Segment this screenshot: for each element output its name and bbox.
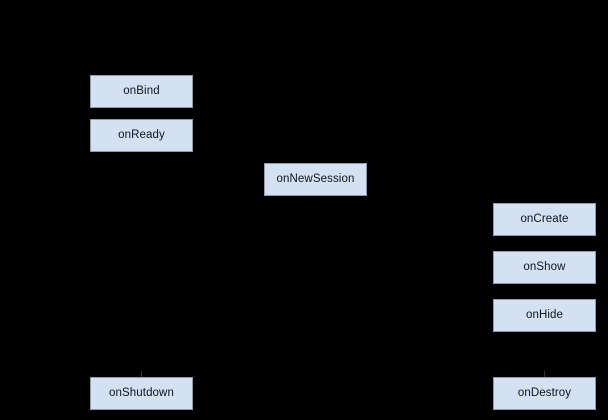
node-on-ready[interactable]: onReady: [90, 119, 193, 152]
node-label: onDestroy: [517, 386, 572, 399]
node-on-create[interactable]: onCreate: [493, 203, 596, 236]
node-on-destroy[interactable]: onDestroy: [493, 377, 596, 410]
connector-stub-above-on-shutdown: [141, 371, 142, 377]
node-on-new-session[interactable]: onNewSession: [264, 163, 367, 196]
node-on-shutdown[interactable]: onShutdown: [90, 377, 193, 410]
node-label: onBind: [123, 84, 160, 97]
connector-stub-above-on-destroy: [544, 371, 545, 377]
node-on-bind[interactable]: onBind: [90, 75, 193, 108]
node-label: onCreate: [520, 212, 569, 225]
node-label: onHide: [525, 308, 564, 321]
node-label: onShutdown: [109, 386, 174, 399]
node-on-hide[interactable]: onHide: [493, 299, 596, 332]
node-label: onNewSession: [276, 172, 355, 185]
node-label: onReady: [118, 128, 165, 141]
node-on-show[interactable]: onShow: [493, 251, 596, 284]
node-label: onShow: [523, 260, 566, 273]
